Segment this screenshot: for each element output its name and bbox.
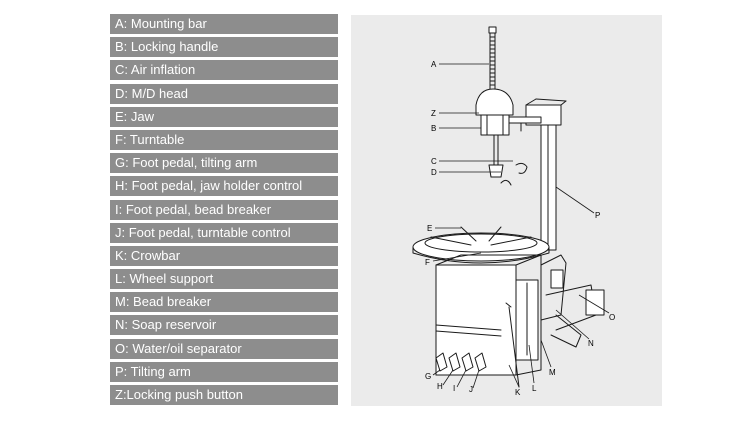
legend-item-crowbar: K: Crowbar [110, 245, 338, 266]
leader-j [472, 369, 480, 389]
label-j: J [469, 385, 473, 394]
label-a: A [431, 60, 437, 69]
legend-item-soap-reservoir: N: Soap reservoir [110, 315, 338, 336]
legend-item-bead-breaker: M: Bead breaker [110, 292, 338, 313]
leader-l [528, 344, 535, 384]
label-z: Z [431, 109, 436, 118]
legend-item-locking-handle: B: Locking handle [110, 37, 338, 58]
label-m: M [549, 368, 556, 377]
legend-item-pedal-turntable: J: Foot pedal, turntable control [110, 222, 338, 243]
leader-h [442, 369, 454, 386]
label-g: G [425, 372, 431, 381]
label-k: K [515, 388, 521, 397]
label-i: I [453, 384, 455, 393]
legend-item-water-oil-separator: O: Water/oil separator [110, 338, 338, 359]
leader-n [555, 309, 590, 340]
label-b: B [431, 124, 436, 133]
legend-item-locking-push-button: Z:Locking push button [110, 385, 338, 405]
legend-item-md-head: D: M/D head [110, 83, 338, 104]
leader-m [540, 339, 552, 368]
leader-g [432, 369, 441, 376]
legend-item-pedal-jaw-holder: H: Foot pedal, jaw holder control [110, 176, 338, 197]
legend-item-tilting-arm: P: Tilting arm [110, 361, 338, 382]
cabinet-body [435, 254, 605, 376]
leader-p [555, 186, 595, 214]
label-l: L [532, 384, 537, 393]
legend-item-mounting-bar: A: Mounting bar [110, 14, 338, 34]
label-p: P [595, 211, 600, 220]
leader-i [456, 369, 467, 388]
foot-pedals [435, 352, 517, 376]
crowbar [505, 302, 520, 388]
legend-item-jaw: E: Jaw [110, 106, 338, 127]
label-o: O [609, 313, 615, 322]
legend-item-wheel-support: L: Wheel support [110, 269, 338, 290]
turntable [412, 226, 550, 264]
label-n: N [588, 339, 594, 348]
mounting-bar [475, 26, 528, 186]
legend-item-turntable: F: Turntable [110, 129, 338, 150]
leader-o [578, 294, 610, 314]
tire-changer-drawing: A Z B C D E F P O N M G H I J K L [412, 26, 615, 397]
label-e: E [427, 224, 432, 233]
leader-f [432, 252, 482, 262]
label-d: D [431, 168, 437, 177]
leader-k [508, 364, 520, 388]
legend-item-air-inflation: C: Air inflation [110, 60, 338, 81]
legend-item-pedal-tilting-arm: G: Foot pedal, tilting arm [110, 153, 338, 174]
legend-list: A: Mounting bar B: Locking handle C: Air… [110, 14, 338, 408]
tire-changer-diagram: A Z B C D E F P O N M G H I J K L [351, 15, 662, 406]
label-c: C [431, 157, 437, 166]
legend-item-pedal-bead-breaker: I: Foot pedal, bead breaker [110, 199, 338, 220]
label-f: F [425, 258, 430, 267]
label-h: H [437, 382, 443, 391]
